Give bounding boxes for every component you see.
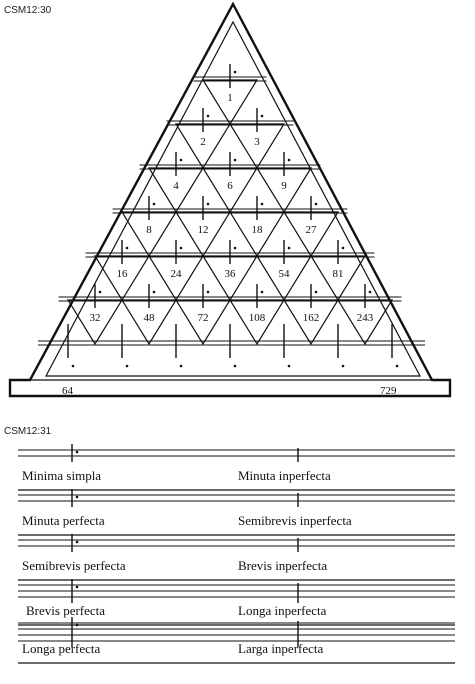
dot-mark [233, 364, 237, 368]
dot-mark [260, 202, 264, 206]
figure-caption-staff: CSM12:31 [4, 426, 52, 437]
pyramid-frame [8, 1, 452, 398]
pyramid-number: 36 [225, 268, 237, 280]
dot-mark [314, 202, 318, 206]
note-label-left: Longa perfecta [22, 641, 101, 656]
base-number-left: 64 [62, 385, 74, 397]
dot-mark [98, 290, 102, 294]
dot-mark [206, 114, 210, 118]
pyramid-number: 18 [252, 224, 264, 236]
dot-mark [341, 364, 345, 368]
dot-mark [75, 585, 79, 589]
pyramid-number: 81 [333, 268, 344, 280]
pyramid-number: 48 [144, 312, 156, 324]
dot-mark [314, 290, 318, 294]
dot-mark [233, 70, 237, 74]
figure-caption-pyramid: CSM12:30 [4, 5, 52, 16]
pyramid-number: 2 [200, 136, 206, 148]
dot-mark [179, 246, 183, 250]
dot-mark [233, 246, 237, 250]
note-label-left: Brevis perfecta [26, 603, 106, 618]
dot-mark [287, 246, 291, 250]
staff-lines [18, 449, 455, 664]
base-number-right: 729 [380, 385, 397, 397]
pyramid-number: 4 [173, 180, 179, 192]
staff-note-marks [71, 444, 299, 647]
dot-mark [287, 364, 291, 368]
pyramid-number: 8 [146, 224, 152, 236]
dot-mark [75, 495, 79, 499]
dot-mark [206, 202, 210, 206]
dot-mark [260, 114, 264, 118]
pyramid-number: 6 [227, 180, 233, 192]
dot-mark [206, 290, 210, 294]
pyramid-number: 12 [198, 224, 209, 236]
note-label-right: Larga inperfecta [238, 641, 324, 656]
pyramid-number: 32 [90, 312, 101, 324]
dot-mark [75, 450, 79, 454]
pyramid-number: 1 [227, 92, 233, 104]
note-label-right: Semibrevis inperfecta [238, 513, 352, 528]
pyramid-number: 16 [117, 268, 129, 280]
dot-mark [287, 158, 291, 162]
dot-mark [341, 246, 345, 250]
pyramid-number: 72 [198, 312, 209, 324]
pyramid-number: 108 [249, 312, 266, 324]
inner-frame [45, 20, 421, 377]
pyramid-number: 3 [254, 136, 260, 148]
note-label-left: Minuta perfecta [22, 513, 105, 528]
note-label-right: Minuta inperfecta [238, 468, 331, 483]
dot-mark [152, 290, 156, 294]
note-label-right: Longa inperfecta [238, 603, 327, 618]
dot-mark [179, 364, 183, 368]
dot-mark [395, 364, 399, 368]
triangle-grid [38, 76, 425, 346]
dot-mark [152, 202, 156, 206]
pyramid-number: 24 [171, 268, 183, 280]
pyramid-number: 243 [357, 312, 374, 324]
pyramid-number: 162 [303, 312, 320, 324]
dot-mark [179, 158, 183, 162]
dot-mark [233, 158, 237, 162]
dot-mark [125, 246, 129, 250]
pyramid-number: 27 [306, 224, 318, 236]
dot-mark [125, 364, 129, 368]
dot-mark [260, 290, 264, 294]
dot-mark [75, 623, 79, 627]
dot-mark [75, 540, 79, 544]
pyramid-number: 54 [279, 268, 291, 280]
dot-mark [71, 364, 75, 368]
pyramid-number: 9 [281, 180, 287, 192]
note-value-staves [18, 444, 455, 664]
note-stems [67, 64, 399, 368]
note-label-left: Semibrevis perfecta [22, 558, 126, 573]
note-label-left: Minima simpla [22, 468, 102, 483]
dot-mark [368, 290, 372, 294]
note-label-right: Brevis inperfecta [238, 558, 328, 573]
